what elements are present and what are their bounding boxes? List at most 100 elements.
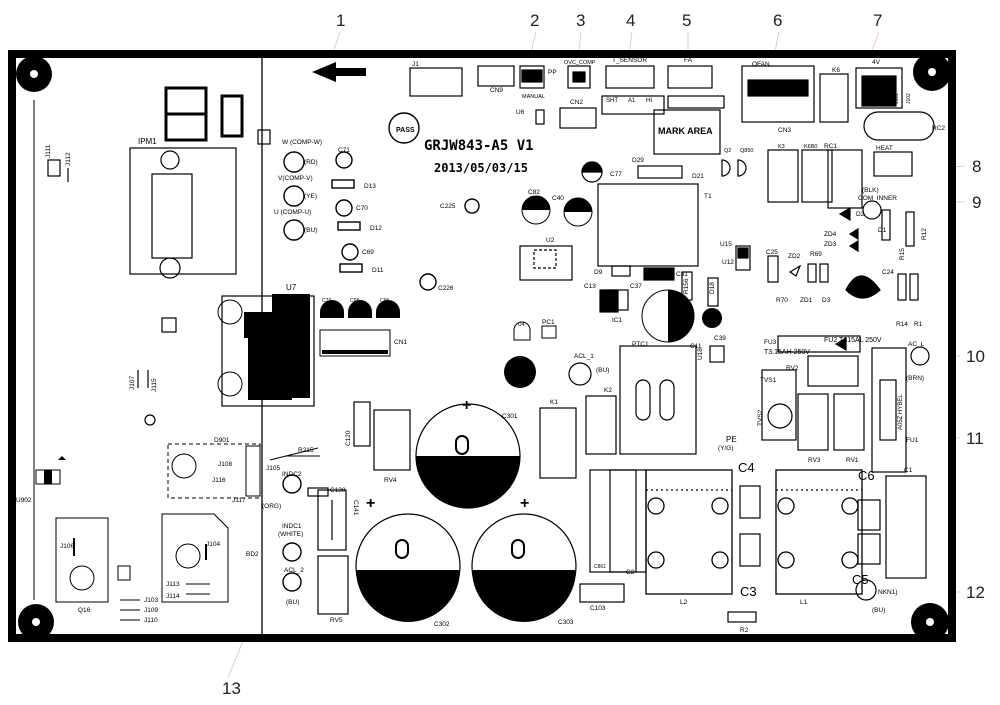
label-c5: C5: [852, 572, 869, 587]
label-acl-2: ACL_2: [284, 567, 304, 574]
label-c24: C24: [882, 269, 894, 276]
label-j117: J117: [232, 497, 246, 504]
label-d18: D18: [709, 282, 716, 294]
ct-marking: A05Z HYBEL: [898, 394, 904, 430]
label-c225: C225: [440, 203, 456, 210]
label-k6b: K6B0: [804, 144, 817, 150]
right-logic: [709, 200, 930, 473]
callout-13: 13: [222, 679, 241, 698]
label-ofan: OFAN: [752, 61, 770, 68]
callout-1: 1: [336, 11, 345, 30]
label-j113: J113: [166, 581, 180, 588]
label-c138: C138: [330, 487, 346, 494]
label-4v: 4V: [872, 59, 881, 66]
label-k1: K1: [550, 399, 558, 406]
label-c226: C226: [438, 285, 454, 292]
label-r1: R1: [914, 321, 923, 328]
label-r15: R15: [899, 248, 906, 260]
label-j112: J112: [65, 152, 72, 166]
label-c40: C40: [552, 195, 564, 202]
label-d13: D13: [364, 183, 376, 190]
label-r70: R70: [776, 297, 788, 304]
label-j102: J102: [906, 93, 912, 104]
label-org: (ORG): [262, 503, 281, 510]
fuse-rating-2: T3.15AH 250V: [764, 349, 810, 356]
label-c3: C3: [740, 584, 757, 599]
large-caps-mid: [504, 195, 722, 388]
label-tvs1: TVS1: [760, 377, 777, 384]
label-j107: J107: [129, 376, 136, 390]
label-ic1: IC1: [612, 317, 623, 324]
q16-part: [55, 517, 131, 603]
label-d29: D29: [632, 157, 644, 164]
label-c13: C13: [584, 283, 596, 290]
callout-6: 6: [773, 11, 782, 30]
label-fa: FA: [684, 57, 693, 64]
label-zd4: ZD4: [824, 231, 837, 238]
label-brn: (BRN): [906, 375, 924, 382]
label-u6: U6: [516, 109, 525, 116]
label-u2: U2: [546, 237, 555, 244]
label-rv2: RV2: [786, 365, 799, 372]
label-acl-1: ACL_1: [574, 353, 594, 360]
label-j1: J1: [412, 61, 419, 68]
label-v: V(COMP-V): [278, 175, 313, 182]
label-u7: U7: [286, 283, 297, 292]
callout-12: 12: [966, 583, 985, 602]
label-c69: C69: [362, 249, 374, 256]
label-d901: D901: [214, 437, 230, 444]
label-c11: C11: [690, 343, 702, 350]
mounting-holes: [16, 53, 951, 641]
label-zd2: ZD2: [788, 253, 801, 260]
label-k6: K6: [832, 67, 840, 74]
label-a1: A1: [628, 98, 636, 104]
label-j106: J106: [60, 543, 74, 550]
label-j111: J111: [45, 144, 52, 158]
label-k3: K3: [778, 144, 785, 150]
label-c39: C39: [714, 335, 726, 342]
callout-11: 11: [966, 429, 984, 448]
callout-3: 3: [576, 11, 585, 30]
label-rv4: RV4: [384, 477, 397, 484]
label-d2: D2: [856, 211, 865, 218]
callout-numbers: 1 2 3 4 5 6 7 8 9 10 11 12 13: [222, 11, 985, 698]
d901-bridge: [167, 443, 320, 499]
label-c103: C103: [590, 605, 606, 612]
label-u15: U15: [720, 241, 732, 248]
label-c2: C2: [626, 569, 635, 576]
bd2-part: [120, 513, 229, 621]
label-c861: C861: [594, 564, 606, 570]
label-u18: U18: [697, 348, 704, 360]
label-hi: HI: [646, 98, 652, 104]
label-j114: J114: [166, 593, 180, 600]
label-d21: D21: [692, 173, 704, 180]
transformer-area: [519, 161, 719, 313]
pass-text: PASS: [396, 127, 415, 134]
inductors: [645, 469, 863, 595]
label-ipm1: IPM1: [138, 137, 157, 146]
label-r215: R215: [298, 447, 314, 454]
label-yg: (Y/G): [718, 445, 734, 452]
label-tvs2: TVS2: [757, 409, 764, 426]
label-c73: C73: [322, 298, 331, 304]
label-c77: C77: [610, 171, 622, 178]
label-c37: C37: [630, 283, 642, 290]
label-d1: D1: [878, 227, 887, 234]
label-bd2: BD2: [246, 551, 259, 558]
label-c31: C31: [676, 271, 688, 278]
label-rc1: RC1: [824, 143, 837, 150]
callout-5: 5: [682, 11, 691, 30]
label-ye: (YE): [304, 193, 317, 200]
label-l1: L1: [800, 599, 808, 606]
label-j101: J101: [894, 93, 900, 104]
label-indc2: INDC2: [282, 471, 302, 478]
label-r69: R69: [810, 251, 822, 258]
label-j115: J115: [151, 378, 158, 392]
label-ucomp: U (COMP-U): [274, 209, 311, 216]
label-c70: C70: [356, 205, 368, 212]
ipm-area: [47, 86, 271, 426]
label-pe: PE: [726, 435, 737, 444]
label-u4: U4: [518, 322, 525, 328]
